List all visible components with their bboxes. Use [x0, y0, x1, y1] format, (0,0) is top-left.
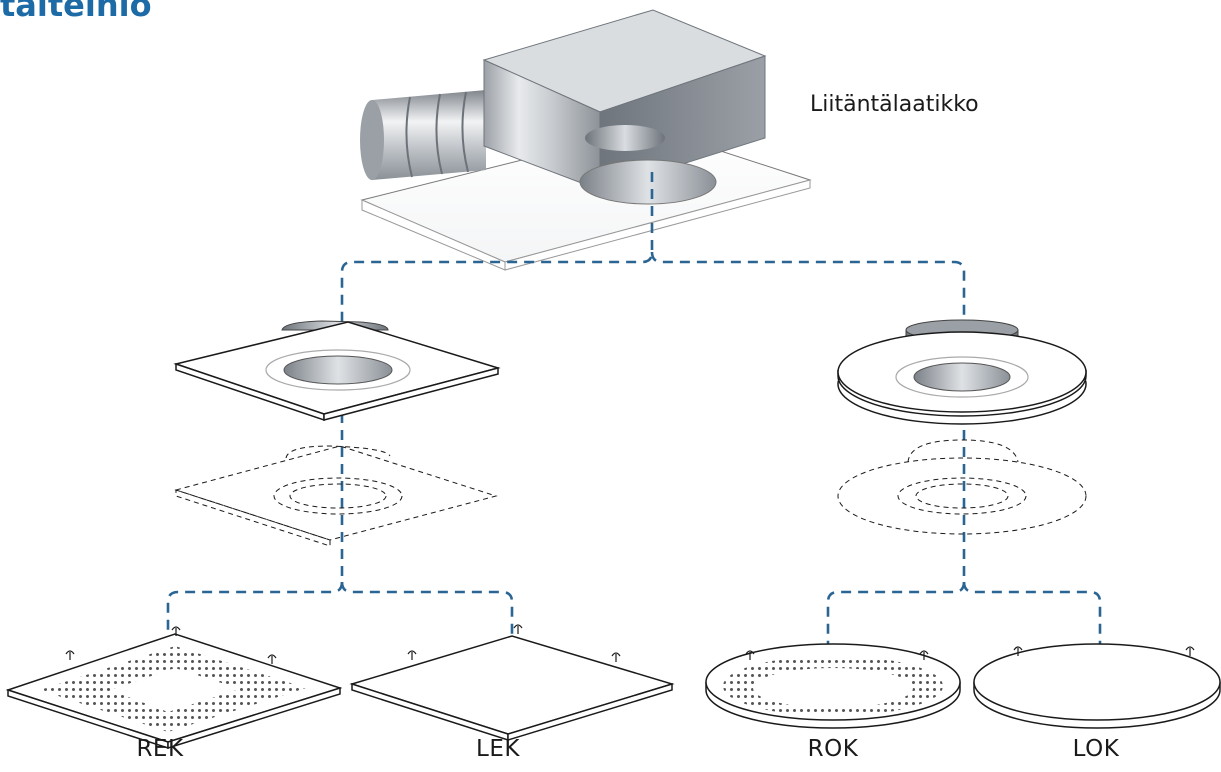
rek-grille-illustration — [5, 626, 343, 750]
lek-panel-illustration — [349, 624, 675, 742]
round-adapter-plate — [837, 319, 1087, 425]
lok-panel-illustration — [973, 643, 1221, 729]
product-label-rok: ROK — [807, 736, 859, 762]
square-adapter-plate — [173, 320, 501, 422]
rok-grille-illustration — [705, 643, 961, 729]
page-heading: talteinio — [0, 0, 152, 24]
product-label-lok: LOK — [1072, 736, 1120, 762]
round-plate-dashed-outline — [837, 439, 1087, 535]
connection-box-label: Liitäntälaatikko — [810, 92, 979, 117]
product-label-lek: LEK — [476, 736, 520, 762]
square-plate-dashed-outline — [174, 445, 498, 547]
connection-box-illustration — [360, 9, 812, 271]
product-label-rek: REK — [136, 736, 184, 762]
